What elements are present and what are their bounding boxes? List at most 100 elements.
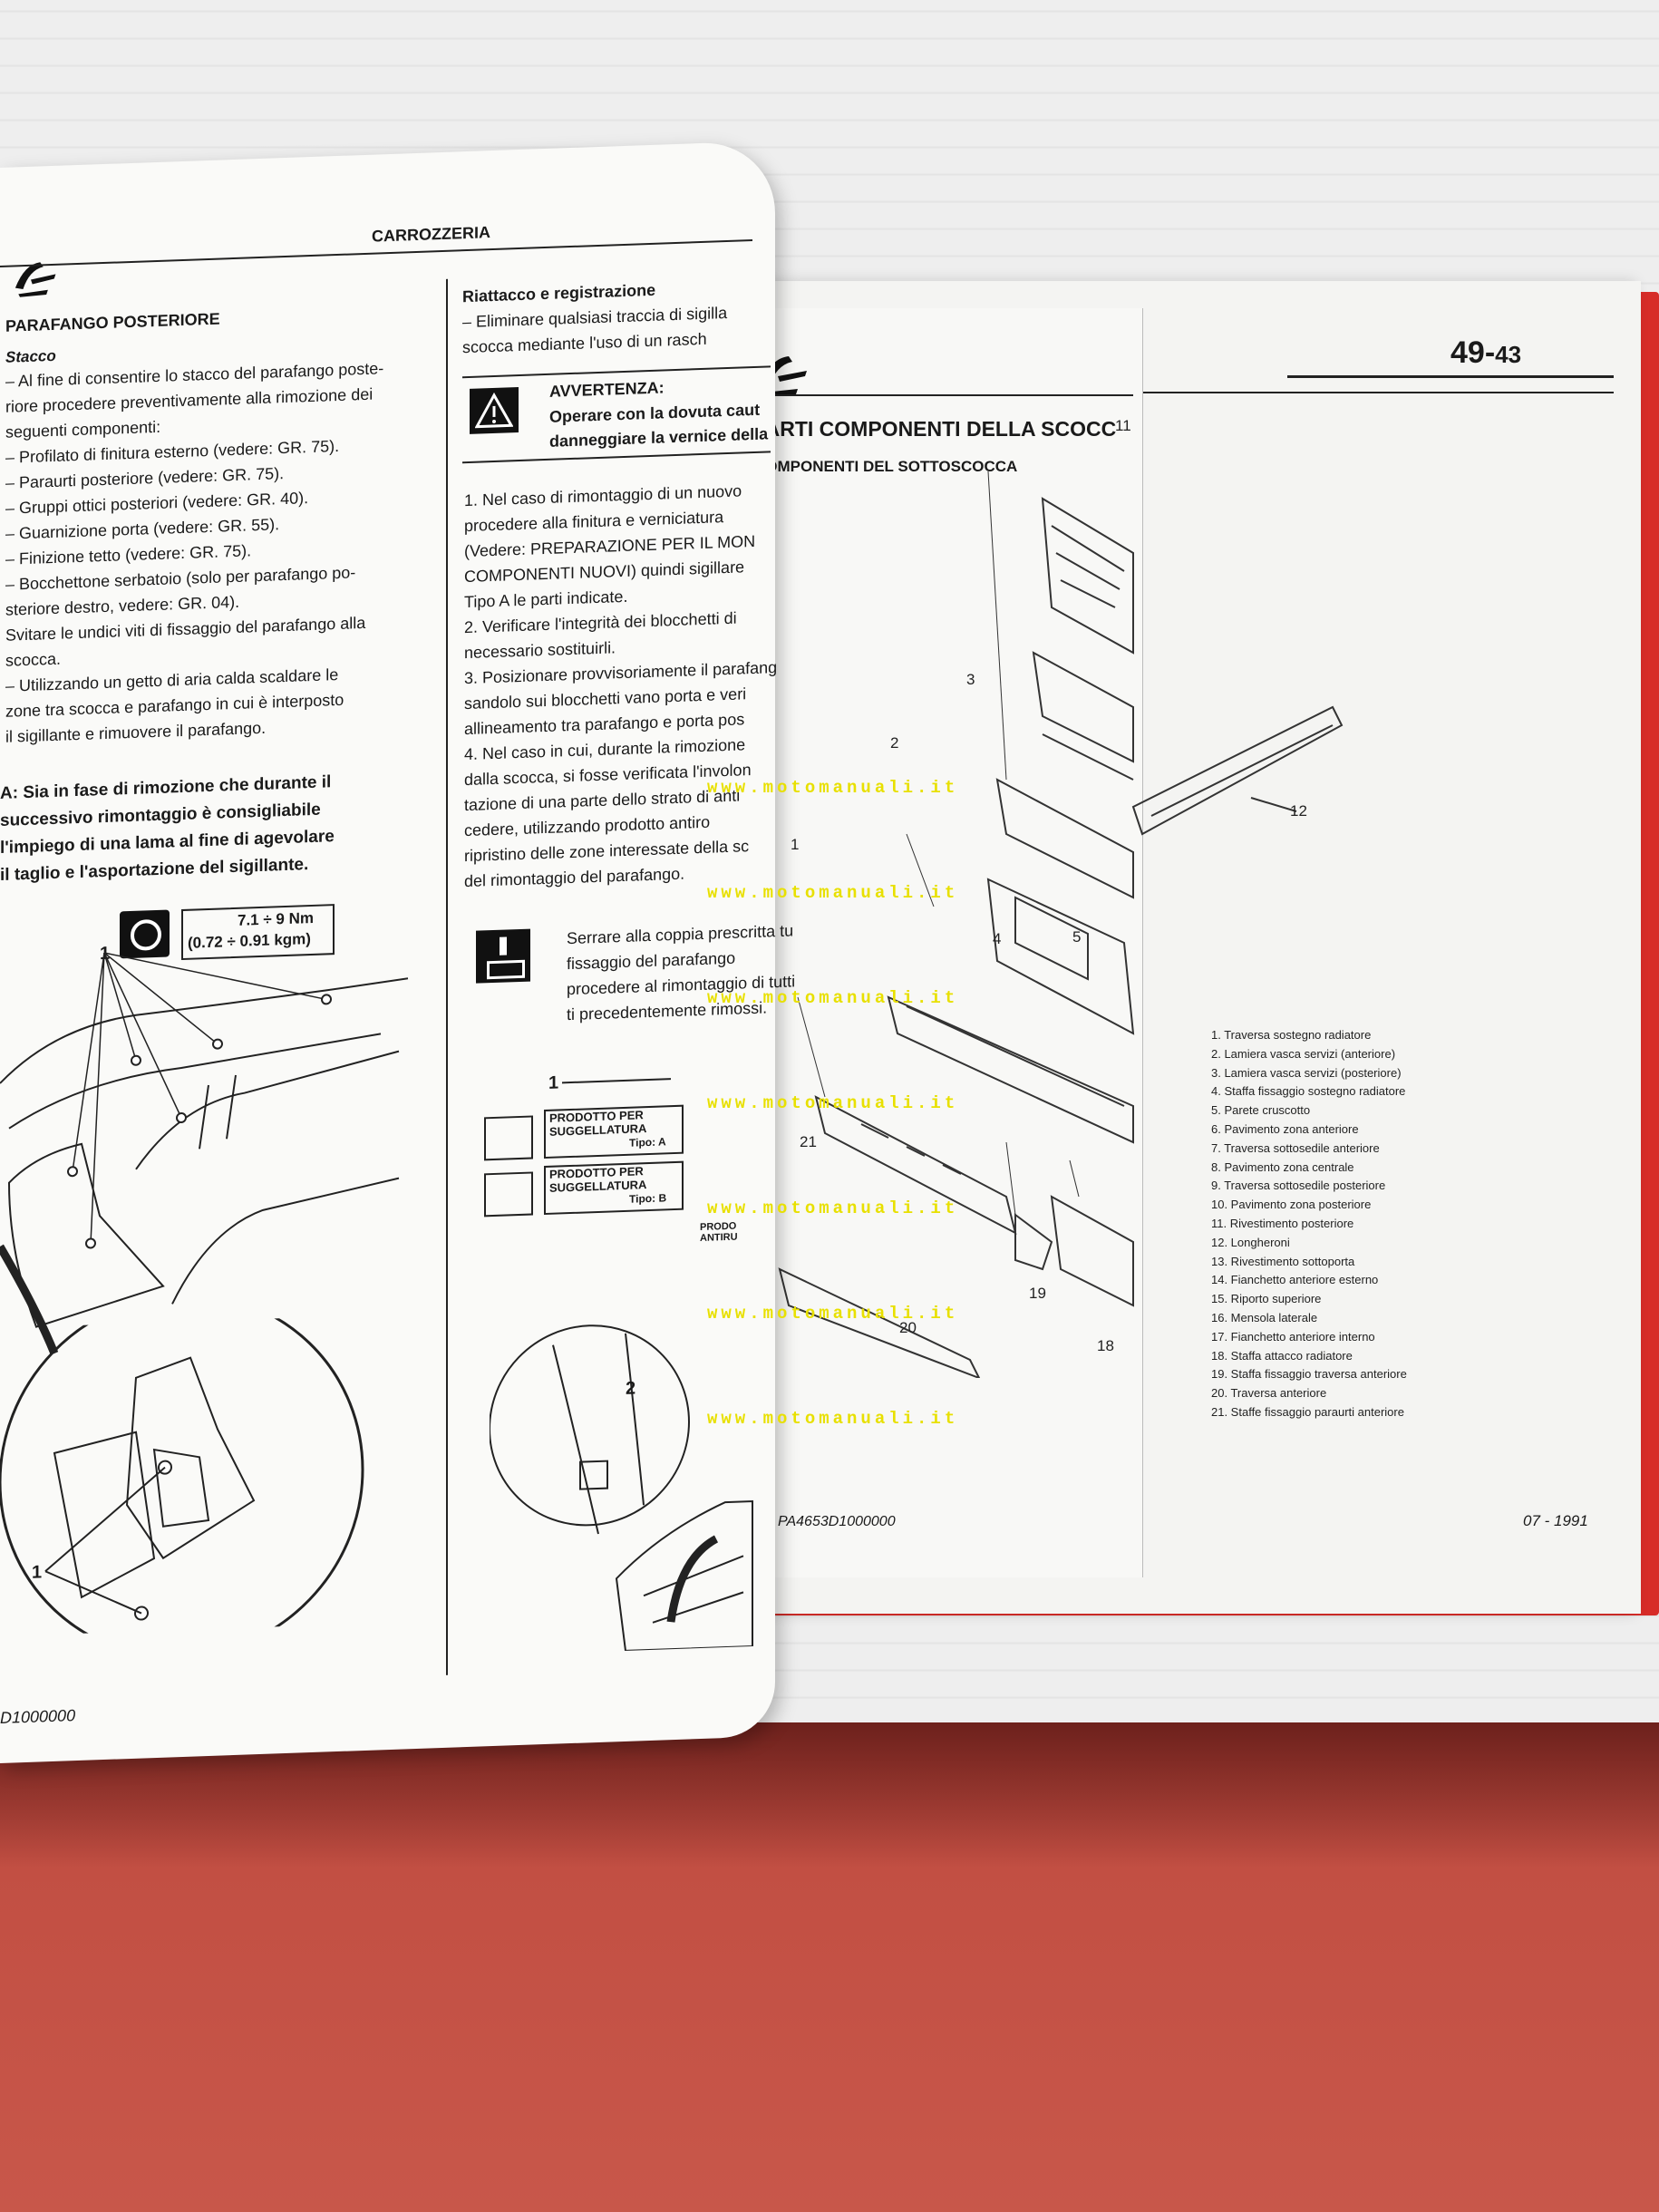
torque-nm: 7.1 ÷ 9 Nm bbox=[238, 908, 314, 929]
text-line: – Profilato di finitura esterno (vedere:… bbox=[5, 436, 340, 467]
detail-circle-diagram bbox=[0, 1314, 364, 1636]
warning-title: AVVERTENZA: bbox=[549, 378, 665, 401]
legend-item: 14. Fianchetto anteriore esterno bbox=[1211, 1273, 1379, 1287]
step-line: ripristino delle zone interessate della … bbox=[464, 837, 750, 866]
legend-item: 10. Pavimento zona posteriore bbox=[1211, 1198, 1372, 1212]
step-line: necessario sostituirli. bbox=[464, 638, 616, 663]
step-line: tazione di una parte dello strato di ant… bbox=[464, 786, 741, 815]
left-footer-code: D1000000 bbox=[0, 1706, 76, 1727]
legend-item: 18. Staffa attacco radiatore bbox=[1211, 1348, 1353, 1363]
product-b-type: Tipo: B bbox=[629, 1191, 667, 1206]
page-number: 49-43 bbox=[1450, 335, 1522, 370]
watermark: www.motomanuali.it bbox=[707, 883, 959, 903]
note-text: A: Sia in fase di rimozione che durante … bbox=[0, 770, 426, 902]
product-a: PRODOTTO PER SUGGELLATURA Tipo: A bbox=[484, 1104, 684, 1161]
text-line: – Finizione tetto (vedere: GR. 75). bbox=[5, 541, 252, 568]
warning-line: Operare con la dovuta caut bbox=[549, 400, 761, 426]
right-footer-code: PA4653D1000000 bbox=[778, 1514, 896, 1529]
legend-item: 1. Traversa sostegno radiatore bbox=[1211, 1028, 1372, 1042]
callout-11: 11 bbox=[1115, 417, 1131, 434]
callout-col2-2: 2 bbox=[626, 1378, 636, 1399]
step-line: cedere, utilizzando prodotto antiro bbox=[464, 812, 711, 840]
tighten-icon bbox=[476, 928, 530, 984]
stacco-label: Stacco bbox=[5, 346, 56, 366]
warning-line: danneggiare la vernice della bbox=[549, 424, 769, 451]
folded-page: PARTI COMPONENTI DELLA SCOCC COMPONENTI … bbox=[743, 308, 1143, 1577]
removal-text: – Al fine di consentire lo stacco del pa… bbox=[5, 358, 422, 771]
warning-icon bbox=[470, 387, 519, 434]
left-header: CARROZZERIA bbox=[372, 223, 490, 246]
callout-col2-1: 1 bbox=[548, 1072, 559, 1093]
parts-subtitle: COMPONENTI DEL SOTTOSCOCCA bbox=[754, 458, 1018, 475]
legend-item: 9. Traversa sottosedile posteriore bbox=[1211, 1179, 1386, 1193]
step-line: del rimontaggio del parafango. bbox=[464, 864, 685, 891]
step-line: 4. Nel caso in cui, durante la rimozione bbox=[464, 735, 746, 764]
callout-col2-leader bbox=[562, 1078, 671, 1084]
text-line: Svitare le undici viti di fissaggio del … bbox=[5, 613, 366, 645]
legend-item: 15. Riporto superiore bbox=[1211, 1292, 1322, 1306]
product-a-type: Tipo: A bbox=[629, 1135, 666, 1150]
fold-header-rule bbox=[752, 394, 1133, 396]
legend-item: 6. Pavimento zona anteriore bbox=[1211, 1122, 1359, 1136]
text-line: – Bocchettone serbatoio (solo per parafa… bbox=[5, 563, 356, 594]
legend-item: 16. Mensola laterale bbox=[1211, 1311, 1318, 1324]
text-line: zone tra scocca e parafango in cui è int… bbox=[5, 690, 344, 721]
callout-12: 12 bbox=[1290, 802, 1307, 820]
parts-title: PARTI COMPONENTI DELLA SCOCC bbox=[752, 417, 1117, 441]
note-line: il taglio e l'asportazione del sigillant… bbox=[0, 855, 309, 885]
col2-title: Riattacco e registrazione bbox=[462, 280, 656, 306]
step-line: (Vedere: PREPARAZIONE PER IL MON bbox=[464, 531, 756, 561]
tighten-line: Serrare alla coppia prescritta tu bbox=[567, 921, 794, 948]
right-footer-date: 07 - 1991 bbox=[1523, 1512, 1588, 1529]
chassis-diagram bbox=[778, 471, 1135, 1378]
callout-18: 18 bbox=[1097, 1337, 1114, 1354]
text-line: riore procedere preventivamente alla rim… bbox=[5, 384, 374, 416]
right-header-rule bbox=[752, 392, 1614, 393]
legend-item: 11. Rivestimento posteriore bbox=[1211, 1217, 1354, 1230]
watermark: www.motomanuali.it bbox=[707, 1198, 959, 1218]
legend-item: 2. Lamiera vasca servizi (anteriore) bbox=[1211, 1046, 1396, 1061]
step-line: 1. Nel caso di rimontaggio di un nuovo bbox=[464, 481, 742, 510]
step-line: allineamento tra parafango e porta pos bbox=[464, 710, 745, 739]
warning-rule-top bbox=[462, 365, 771, 379]
legend-item: 19. Staffa fissaggio traversa anteriore bbox=[1211, 1367, 1407, 1382]
tighten-text: Serrare alla coppia prescritta tu fissag… bbox=[567, 921, 795, 1038]
legend-item: 17. Fianchetto anteriore interno bbox=[1211, 1329, 1375, 1344]
watermark: www.motomanuali.it bbox=[707, 778, 959, 798]
text-line: steriore destro, vedere: GR. 04). bbox=[5, 592, 240, 619]
section-title: PARAFANGO POSTERIORE bbox=[5, 309, 220, 335]
longheroni-diagram bbox=[1131, 705, 1344, 836]
fender-diagram bbox=[0, 952, 409, 1355]
callout-5: 5 bbox=[1072, 928, 1082, 946]
step-line: Tipo A le parti indicate. bbox=[464, 587, 628, 612]
callout-4: 4 bbox=[993, 930, 1002, 947]
step-line: 2. Verificare l'integrità dei blocchetti… bbox=[464, 608, 737, 637]
text-line: – Utilizzando un getto di aria calda sca… bbox=[5, 665, 339, 695]
left-page: CARROZZERIA PARAFANGO POSTERIORE Stacco … bbox=[0, 141, 795, 1764]
column-divider bbox=[446, 278, 448, 1675]
legend-item: 4. Staffa fissaggio sostegno radiatore bbox=[1211, 1084, 1406, 1099]
legend-item: 13. Rivestimento sottoporta bbox=[1211, 1254, 1355, 1268]
seal-detail-diagram bbox=[490, 1324, 753, 1652]
legend-item: 21. Staffe fissaggio paraurti anteriore bbox=[1211, 1405, 1404, 1419]
right-header-rule-top bbox=[1287, 375, 1614, 378]
callout-2: 2 bbox=[890, 734, 899, 752]
step-line: 3. Posizionare provvisoriamente il paraf… bbox=[464, 658, 778, 688]
legend-item: 3. Lamiera vasca servizi (posteriore) bbox=[1211, 1065, 1402, 1080]
legend-item: 8. Pavimento zona centrale bbox=[1211, 1159, 1354, 1174]
callout-20: 20 bbox=[899, 1319, 917, 1336]
note-line: l'impiego di una lama al fine di agevola… bbox=[0, 827, 335, 858]
step-line: COMPONENTI NUOVI) quindi sigillare bbox=[464, 558, 745, 587]
watermark: www.motomanuali.it bbox=[707, 1409, 959, 1429]
steps-text: 1. Nel caso di rimontaggio di un nuovo p… bbox=[464, 480, 777, 908]
legend-item: 12. Longheroni bbox=[1211, 1235, 1290, 1249]
warning-rule-bottom bbox=[462, 451, 771, 464]
callout-left-1b: 1 bbox=[32, 1562, 43, 1583]
text-line: – Guarnizione porta (vedere: GR. 55). bbox=[5, 515, 280, 543]
note-line: successivo rimontaggio è consigliabile bbox=[0, 800, 321, 830]
legend-item: 7. Traversa sottosedile anteriore bbox=[1211, 1140, 1380, 1155]
step-line: procedere alla finitura e verniciatura bbox=[464, 508, 724, 536]
step-line: sandolo sui blocchetti vano porta e veri bbox=[464, 684, 747, 713]
callout-3: 3 bbox=[966, 671, 975, 688]
col2-line: – Eliminare qualsiasi traccia di sigilla bbox=[462, 303, 728, 332]
